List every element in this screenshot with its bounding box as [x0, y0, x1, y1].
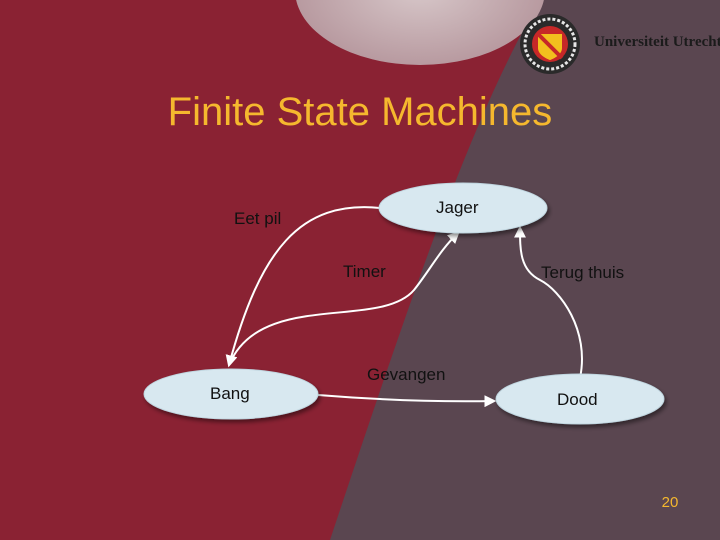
edge-terug-thuis [514, 225, 583, 379]
edge-eet-pil [225, 206, 381, 368]
transition-eet-pil-label: Eet pil [234, 209, 282, 228]
university-seal-icon [520, 14, 580, 74]
state-jager-label: Jager [436, 198, 479, 217]
state-dood-node [495, 373, 665, 425]
state-dood-label: Dood [557, 390, 598, 409]
university-name: Universiteit Utrecht [594, 34, 720, 50]
page-number: 20 [661, 494, 679, 511]
university-logo: Universiteit Utrecht [518, 12, 720, 76]
edge-gevangen [317, 394, 497, 408]
state-jager-node [378, 182, 548, 234]
transition-terug-thuis-label: Terug thuis [541, 263, 625, 282]
state-bang-label: Bang [210, 384, 250, 403]
slide-title: Finite State Machines [167, 90, 553, 134]
edge-timer [228, 231, 460, 366]
transition-timer-label: Timer [343, 262, 386, 281]
state-bang-node [143, 368, 319, 420]
transition-gevangen-label: Gevangen [367, 365, 446, 384]
